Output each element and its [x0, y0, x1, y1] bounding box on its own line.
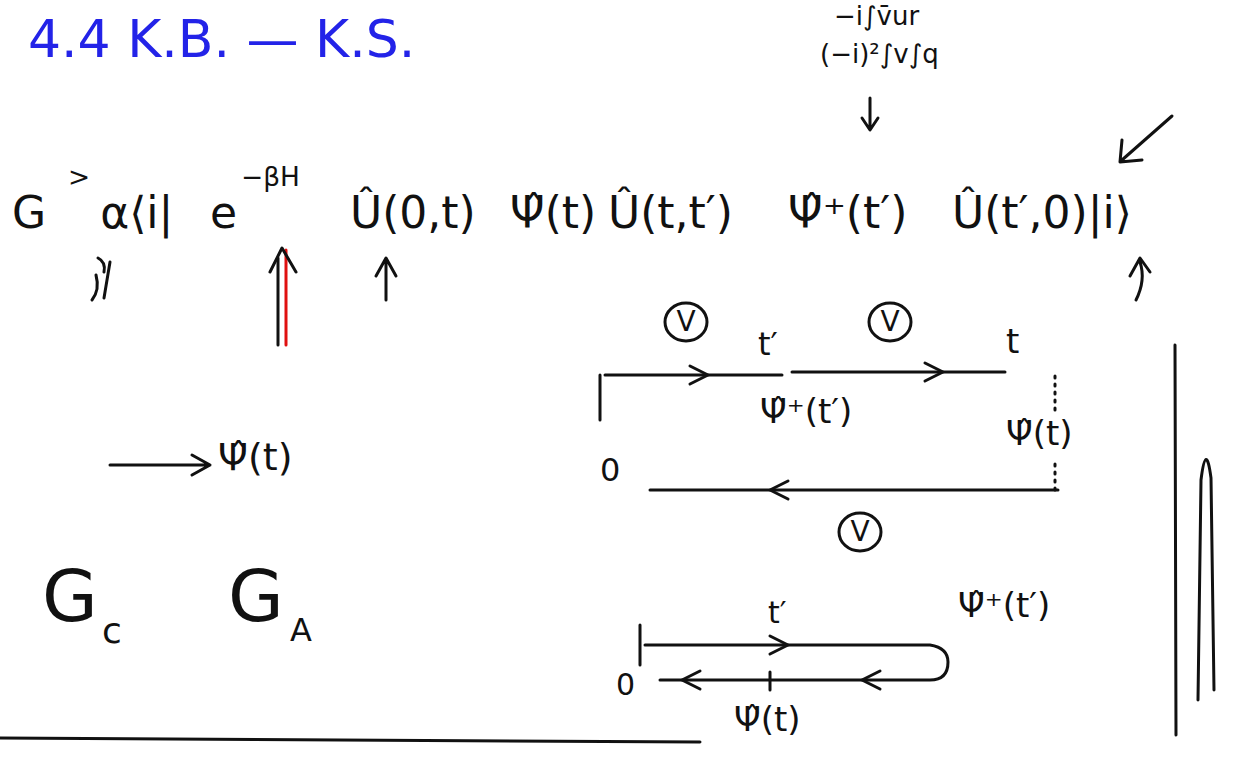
time-origin-tick — [599, 375, 602, 420]
math-label: > — [66, 162, 92, 192]
up-arrow-head — [270, 248, 296, 272]
contour-arrow — [925, 363, 943, 381]
math-label: e — [208, 188, 239, 239]
contour-branch — [792, 371, 1005, 374]
contour-arrow — [770, 481, 788, 499]
vertex-circle: V — [867, 301, 913, 343]
math-label: G — [10, 188, 48, 239]
math-label: t′ — [766, 596, 789, 631]
math-label: G — [40, 555, 100, 638]
math-label: Ψ̂(t) — [508, 188, 598, 239]
contour-arrow — [862, 671, 880, 689]
vertex-circle: V — [837, 511, 883, 553]
contour-tick — [769, 672, 772, 690]
contour-branch — [650, 489, 1058, 492]
math-label: Ψ̂(t) — [732, 700, 803, 739]
squiggle — [1198, 459, 1214, 700]
contour-arrow — [690, 366, 708, 384]
math-label: 0 — [614, 668, 637, 703]
math-label: Û(t,t′) — [606, 188, 735, 239]
math-label: G — [226, 555, 286, 638]
math-label: Û(t′,0)|i⟩ — [950, 188, 1134, 239]
vertical-rule — [1175, 345, 1176, 735]
math-label: −i∫v̄ur — [832, 2, 921, 32]
contour-arrow — [770, 636, 788, 654]
bottom-rule — [0, 738, 700, 742]
tick-mark — [92, 258, 110, 300]
right-arrow — [110, 455, 210, 475]
red-arrow — [285, 250, 288, 345]
contour-branch — [605, 374, 782, 377]
math-label: Ψ̂⁺(t′) — [758, 392, 854, 431]
math-label: Ψ̂(t) — [1004, 414, 1075, 453]
math-label: 0 — [598, 452, 622, 489]
math-label: Ψ̂(t) — [216, 436, 294, 480]
math-label: α⟨i| — [98, 188, 175, 239]
circle-outline — [665, 303, 707, 341]
circle-outline — [869, 303, 911, 341]
math-label: Ψ̂⁺(t′) — [786, 188, 909, 239]
math-label: t — [1004, 322, 1021, 361]
vertex-label: V — [676, 308, 695, 336]
math-label: A — [288, 612, 314, 649]
section-title: 4.4 K.B. — K.S. — [26, 10, 417, 70]
math-label: Û(0,t) — [348, 188, 478, 239]
math-label: (−i)²∫v∫q — [818, 40, 941, 70]
vertex-label: V — [850, 518, 869, 546]
time-origin-tick — [639, 625, 642, 665]
up-arrow — [1130, 258, 1150, 300]
math-label: t′ — [756, 326, 780, 363]
up-arrow — [376, 258, 396, 300]
down-arrow — [862, 98, 878, 130]
circle-outline — [839, 513, 881, 551]
math-label: c — [100, 610, 124, 651]
vertex-circle: V — [663, 301, 709, 343]
contour-arrow — [682, 671, 700, 689]
vertex-label: V — [880, 308, 899, 336]
up-arrow-shaft — [277, 258, 280, 345]
math-label: −βH — [239, 162, 302, 192]
math-label: Ψ̂⁺(t′) — [956, 586, 1052, 625]
diagonal-arrow — [1120, 116, 1172, 162]
